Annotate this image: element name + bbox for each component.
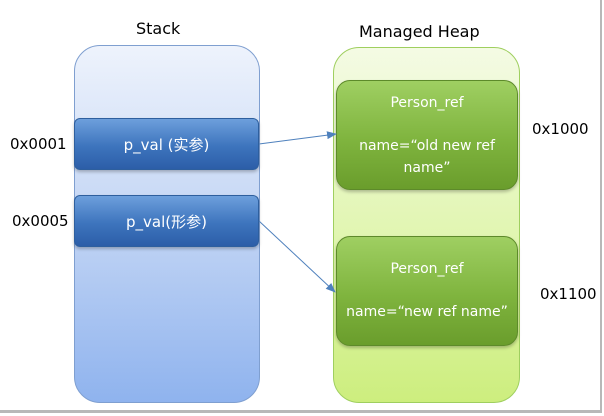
heap-object-field: name=“new ref name” [346, 304, 508, 320]
stack-title: Stack [136, 19, 181, 38]
reference-arrow-formal [258, 220, 336, 293]
heap-title: Managed Heap [359, 22, 480, 41]
reference-arrow-actual [258, 131, 337, 145]
heap-object-class: Person_ref [390, 95, 464, 111]
stack-item-formal-param: p_val(形参) [74, 195, 259, 247]
heap-object-field: name=“old new ref name” [359, 138, 495, 176]
heap-address-new: 0x1100 [540, 285, 597, 303]
heap-object-class: Person_ref [390, 261, 464, 277]
heap-object-new: Person_ref name=“new ref name” [336, 236, 518, 346]
stack-address-actual: 0x0001 [10, 135, 67, 153]
stack-address-formal: 0x0005 [12, 212, 69, 230]
stack-item-label: p_val(形参) [126, 212, 207, 231]
heap-address-old: 0x1000 [532, 120, 589, 138]
stack-item-actual-param: p_val (实参) [74, 118, 259, 170]
stack-item-label: p_val (实参) [123, 135, 210, 154]
heap-object-old: Person_ref name=“old new ref name” [336, 80, 518, 190]
